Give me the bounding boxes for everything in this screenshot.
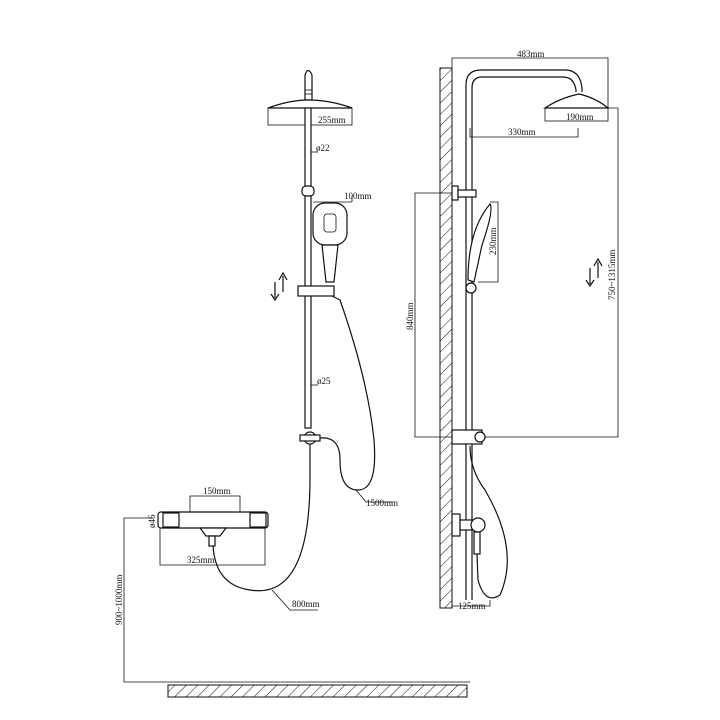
side-hand-shower (467, 203, 492, 283)
floor (167, 684, 468, 698)
slide-rail (304, 195, 312, 429)
mixer-hose (212, 444, 311, 592)
mixer-hose-length-label: 800mm (292, 599, 320, 609)
total-width-label: 483mm (517, 49, 545, 59)
hand-shower-holder (297, 285, 335, 297)
upper-pipe-diameter-label: ø22 (316, 143, 330, 153)
rain-head-top-fitting (304, 69, 313, 101)
mixer-inlet-spacing-label: 150mm (203, 486, 231, 496)
hand-shower-handle (321, 244, 339, 283)
up-down-arrows-icon (585, 257, 603, 288)
shower-riser (465, 69, 583, 600)
mixer-diameter-label: ø46 (147, 514, 157, 528)
lower-pipe-diameter-label: ø25 (317, 376, 331, 386)
hand-hose-length-label: 1500mm (366, 498, 398, 508)
hand-hose (319, 295, 376, 491)
side-view: 190mm 483mm 330mm 750~1315mm 840mm 230mm… (405, 49, 619, 611)
hand-shower-length-label: 230mm (488, 227, 498, 255)
front-view: 255mm ø22 ø25 100mm 1500mm (114, 69, 470, 698)
side-hose (469, 445, 508, 599)
rain-head-diameter-label: 255mm (318, 115, 346, 125)
side-rain-head (543, 93, 610, 109)
mixer-length-label: 325mm (187, 555, 215, 565)
hand-shower-width-label: 100mm (344, 191, 372, 201)
upper-pipe (304, 107, 312, 189)
bracket-spacing-label: 840mm (405, 302, 415, 330)
side-rain-head-diameter-label: 190mm (566, 112, 594, 122)
height-range-label: 750~1315mm (607, 250, 617, 300)
slide-bracket (301, 185, 315, 197)
rain-head (267, 99, 353, 109)
hand-shower-head (312, 202, 348, 246)
arm-reach-label: 330mm (508, 127, 536, 137)
wall (439, 67, 453, 609)
up-down-arrows-icon (270, 271, 288, 302)
wall-offset-label: 125mm (458, 601, 486, 611)
wall-outlet-valve (470, 517, 486, 533)
mixer-height-label: 900~1000mm (114, 575, 124, 625)
